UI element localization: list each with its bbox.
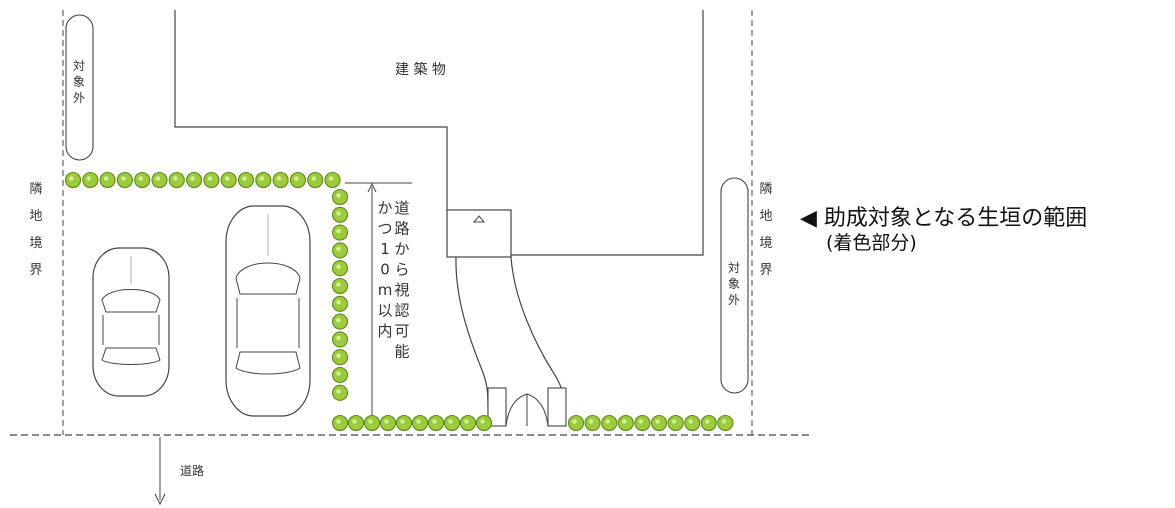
gate-post-left [487, 387, 507, 427]
building-outline-right [511, 10, 704, 256]
entrance-box [446, 209, 512, 258]
hedge-shrub-highlight [155, 176, 161, 181]
hedge-shrub-highlight [336, 371, 341, 376]
hedge-shrub-highlight [705, 419, 710, 424]
excluded-label-right: 対象外 [728, 261, 740, 307]
building-label: 建 築 物 [395, 62, 446, 78]
hedge-shrub-highlight [448, 419, 453, 424]
hedge-shrub-highlight [173, 176, 178, 181]
hedge-shrub-highlight [480, 419, 485, 424]
hedge-shrub-highlight [86, 176, 92, 181]
hedge-shrub-highlight [336, 282, 341, 287]
hedge-shrub-highlight [416, 419, 421, 424]
hedge-shrub-highlight [432, 419, 437, 424]
hedge-shrub-highlight [655, 419, 660, 424]
boundary-label-left: 隣地境界 [29, 181, 42, 278]
hedge-group [64, 171, 734, 432]
gate-post-right [547, 387, 567, 427]
pointer-arrow-icon: ◀ [800, 206, 817, 231]
hedge-shrub-highlight [121, 176, 126, 181]
hedge-shrub-highlight [336, 300, 341, 305]
hedge-shrub-highlight [225, 176, 230, 181]
subsidy-note: ◀ 助成対象となる生垣の範囲 (着色部分) [800, 206, 1087, 254]
gate-door-right [526, 393, 549, 427]
boundary-label-right: 隣地境界 [759, 181, 772, 278]
hedge-shrub-highlight [336, 353, 341, 358]
hedge-shrub-highlight [588, 419, 594, 424]
excluded-label-left: 対象外 [73, 59, 85, 105]
hedge-shrub-highlight [336, 317, 341, 323]
hedge-shrub-highlight [336, 228, 341, 234]
hedge-shrub-highlight [336, 193, 341, 198]
hedge-shrub-highlight [336, 419, 341, 424]
hedge-shrub-highlight [207, 176, 213, 181]
hedge-shrub-highlight [605, 419, 610, 424]
subsidy-note-main: ◀ 助成対象となる生垣の範囲 [800, 206, 1087, 232]
hedge-shrub-highlight [242, 176, 247, 181]
excluded-zone-right [720, 177, 749, 394]
hedge-shrub-highlight [336, 264, 341, 269]
road-arrow-icon [154, 493, 166, 506]
car-right [225, 205, 311, 417]
hedge-shrub-highlight [336, 389, 341, 394]
subsidy-note-sub: (着色部分) [826, 232, 917, 254]
hedge-shrub-highlight [721, 419, 727, 424]
hedge-shrub-highlight [384, 419, 389, 424]
hedge-shrub-highlight [69, 176, 74, 181]
hedge-shrub-highlight [190, 176, 195, 181]
gate-door-left [505, 393, 528, 427]
hedge-shrub-highlight [336, 211, 341, 216]
hedge-shrub-highlight [259, 176, 264, 181]
hedge-shrub-highlight [328, 176, 334, 181]
visibility-label-col1: 道路から視認可能 [394, 199, 409, 361]
walkway-left-edge [455, 256, 489, 411]
car-left [92, 247, 170, 397]
hedge-shrub-highlight [400, 419, 405, 424]
hedge-shrub-highlight [336, 246, 341, 252]
hedge-shrub-highlight [352, 419, 357, 424]
hedge-shrub-highlight [671, 419, 677, 424]
hedge-shrub-highlight [294, 176, 299, 181]
walkway-right-edge [510, 256, 566, 411]
hedge-shrub-highlight [688, 419, 693, 424]
road-label: 道路 [180, 463, 204, 478]
hedge-shrub-highlight [138, 176, 143, 181]
hedge-shrub-highlight [103, 176, 109, 181]
dimension-arrow-top-icon [367, 182, 377, 193]
hedge-shrub-highlight [368, 419, 373, 424]
building-outline [174, 10, 448, 210]
hedge-shrub-highlight [464, 419, 469, 424]
subsidy-note-text: 助成対象となる生垣の範囲 [823, 206, 1088, 231]
hedge-shrub-highlight [638, 419, 644, 424]
hedge-shrub-highlight [311, 176, 316, 181]
excluded-zone-left [65, 14, 94, 161]
hedge-shrub-highlight [572, 419, 577, 424]
hedge-shrub-highlight [622, 419, 627, 424]
hedge-shrub-highlight [336, 335, 341, 341]
entrance-mark [472, 215, 486, 223]
hedge-shrub-highlight [276, 176, 282, 181]
